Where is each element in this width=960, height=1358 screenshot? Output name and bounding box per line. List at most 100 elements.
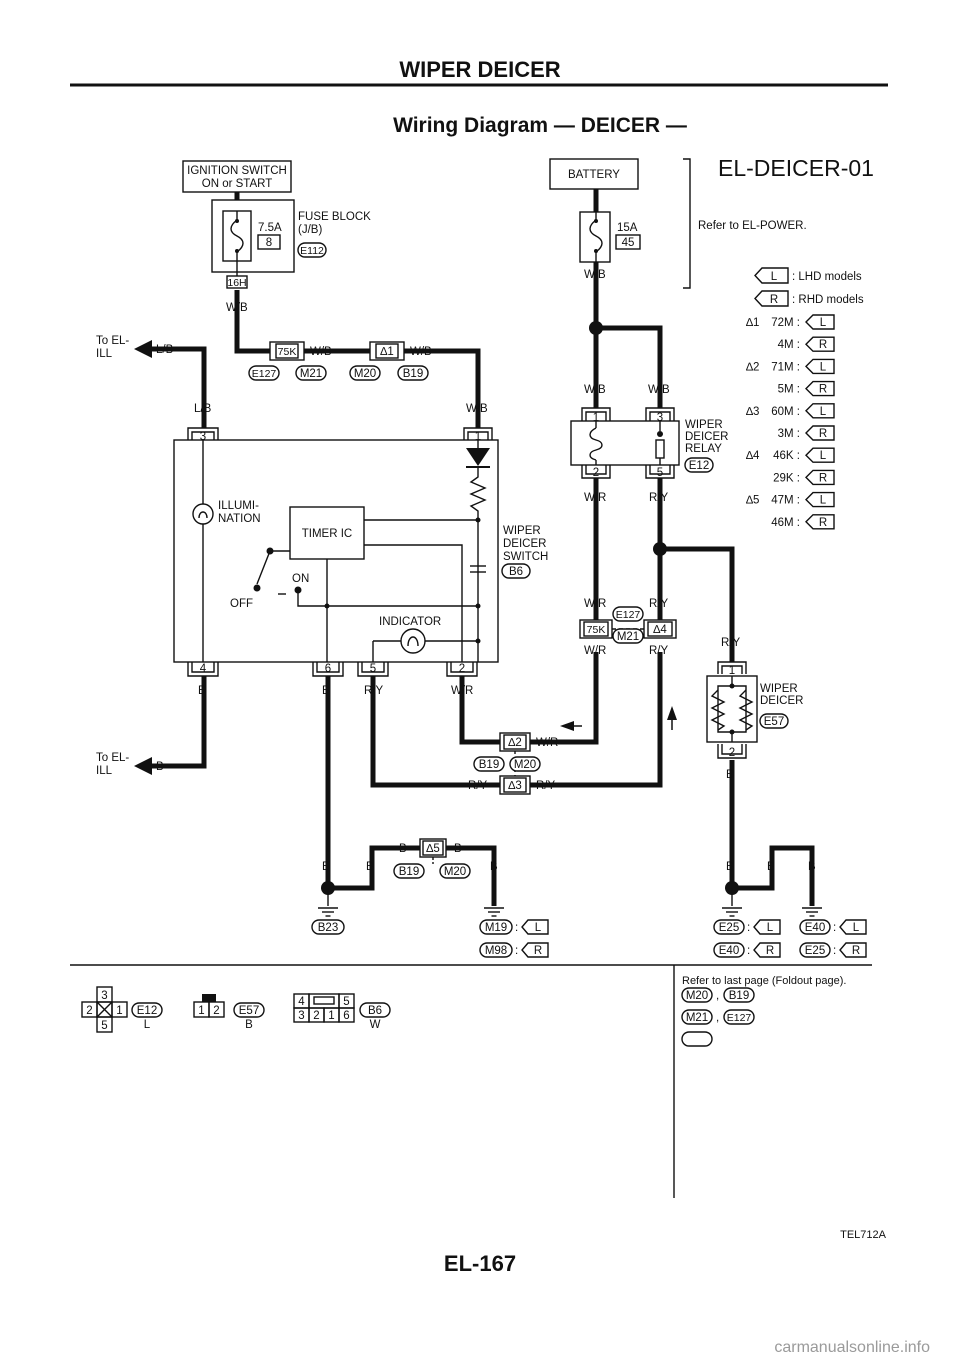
legend-star: ∆1 xyxy=(746,317,759,329)
wire-color: R/Y xyxy=(649,645,669,657)
fuse-icon xyxy=(589,212,603,262)
wire-color: W/B xyxy=(584,384,606,396)
wire-color: B xyxy=(399,843,407,855)
legend-badge xyxy=(805,514,835,530)
connector-m98: M98 xyxy=(485,945,507,957)
relay-name: RELAY xyxy=(685,443,722,455)
fuse-icon xyxy=(230,211,244,261)
relay-name: DEICER xyxy=(685,431,728,443)
connector-star1: ∆1 xyxy=(380,346,393,358)
relay-pin: 1 xyxy=(593,412,599,424)
svg-text::: : xyxy=(833,922,836,934)
legend-badge xyxy=(805,380,835,397)
connector-face-e57: 1 2 E57 B xyxy=(193,994,265,1031)
connector-b6: B6 xyxy=(509,566,523,578)
switch-name: DEICER xyxy=(503,538,546,550)
ground-icon xyxy=(801,907,823,917)
connector-m19: M19 xyxy=(485,922,507,934)
svg-text::: : xyxy=(515,922,518,934)
connector-face-e12: 3 2 1 5 E12 L xyxy=(81,986,163,1033)
heater-element-icon xyxy=(710,689,726,731)
svg-text::: : xyxy=(747,922,750,934)
illumination-lamp-icon xyxy=(192,503,214,525)
legend-badge-text: R xyxy=(819,517,827,529)
connector-e127: E127 xyxy=(616,609,641,621)
timer-ic-label: TIMER IC xyxy=(302,528,352,540)
diode-icon xyxy=(466,448,490,466)
svg-text:B19: B19 xyxy=(729,990,749,1002)
wire-color: W/R xyxy=(584,645,606,657)
legend-badge-text: L xyxy=(820,406,827,418)
legend-badge-text: R xyxy=(819,384,827,396)
diagram-title: Wiring Diagram — DEICER — xyxy=(393,114,687,137)
connector-e57: E57 xyxy=(764,716,784,728)
fuse-number: 8 xyxy=(266,237,272,249)
indicator-lamp-icon xyxy=(400,628,426,654)
splice-dot xyxy=(653,542,667,556)
connector-star3: ∆3 xyxy=(508,780,521,792)
wire-color: L/B xyxy=(194,403,212,415)
legend-badge xyxy=(805,425,835,441)
connector-star2: ∆2 xyxy=(508,737,521,749)
legend-badge xyxy=(805,358,835,375)
wire-color: B xyxy=(490,861,498,873)
wire-color: W/B xyxy=(648,384,670,396)
legend-connector: 4M : xyxy=(778,339,800,351)
ignition-switch-box xyxy=(182,160,292,193)
legend-badge-text: L xyxy=(820,495,827,507)
connector-e25: E25 xyxy=(719,922,739,934)
legend-badge xyxy=(805,403,835,419)
legend-connector: 3M : xyxy=(778,428,800,440)
svg-text:: LHD models: : LHD models xyxy=(792,271,862,283)
legend-badge-text: L xyxy=(820,450,827,462)
ground-icon xyxy=(721,907,743,917)
figure-code: TEL712A xyxy=(840,1229,887,1241)
legend-star: ∆3 xyxy=(746,406,759,418)
wire-color: B xyxy=(808,861,816,873)
wire-color: B xyxy=(198,685,206,697)
switch-pin: 4 xyxy=(200,663,207,675)
illumination-label: ILLUMI- xyxy=(218,500,259,512)
connector-e40: E40 xyxy=(805,922,825,934)
switch-pin: 3 xyxy=(200,431,206,443)
resistor-icon xyxy=(469,467,487,520)
wire-color: B xyxy=(366,861,374,873)
deicer-name: DEICER xyxy=(760,695,803,707)
connector-m20: M20 xyxy=(444,866,466,878)
relay-pin: 3 xyxy=(657,412,663,424)
connector-e112: E112 xyxy=(300,245,324,257)
wire-color: B xyxy=(322,861,330,873)
wire-color: W/B xyxy=(410,346,432,358)
ignition-switch-label: IGNITION SWITCH xyxy=(187,165,287,177)
legend-star: ∆4 xyxy=(746,450,760,462)
wire-color: R/Y xyxy=(364,685,384,697)
timer-ic-box xyxy=(289,506,365,560)
wire-color: B xyxy=(454,843,462,855)
connector-75k: 75K xyxy=(587,624,606,636)
legend-badge-text: R xyxy=(819,472,827,484)
to-ill-label: To EL- xyxy=(96,752,129,764)
connector-b19: B19 xyxy=(403,368,423,380)
svg-text:R: R xyxy=(766,945,774,957)
connector-b23: B23 xyxy=(318,922,338,934)
legend-badge-text: R xyxy=(819,428,827,440)
battery-box xyxy=(549,158,639,190)
current-arrow-icon xyxy=(667,706,677,720)
legend-connector: 71M : xyxy=(771,361,800,373)
legend-badge xyxy=(805,469,835,486)
svg-text::: : xyxy=(833,945,836,957)
watermark: carmanualsonline.info xyxy=(774,1339,930,1356)
ignition-switch-state: ON or START xyxy=(202,178,273,190)
svg-text:3: 3 xyxy=(298,1010,304,1022)
connector-star5: ∆5 xyxy=(426,843,439,855)
illumination-label: NATION xyxy=(218,513,261,525)
wire-color: R/Y xyxy=(649,598,669,610)
fuse-block-jb: (J/B) xyxy=(298,224,322,236)
deicer-pin: 1 xyxy=(729,665,735,677)
legend-badge xyxy=(805,314,835,330)
legend-connector: 46M : xyxy=(771,517,800,529)
svg-text:3: 3 xyxy=(101,990,107,1002)
wire-color: W/R xyxy=(584,598,606,610)
to-ill-label: ILL xyxy=(96,765,113,777)
svg-text:L: L xyxy=(767,922,774,934)
